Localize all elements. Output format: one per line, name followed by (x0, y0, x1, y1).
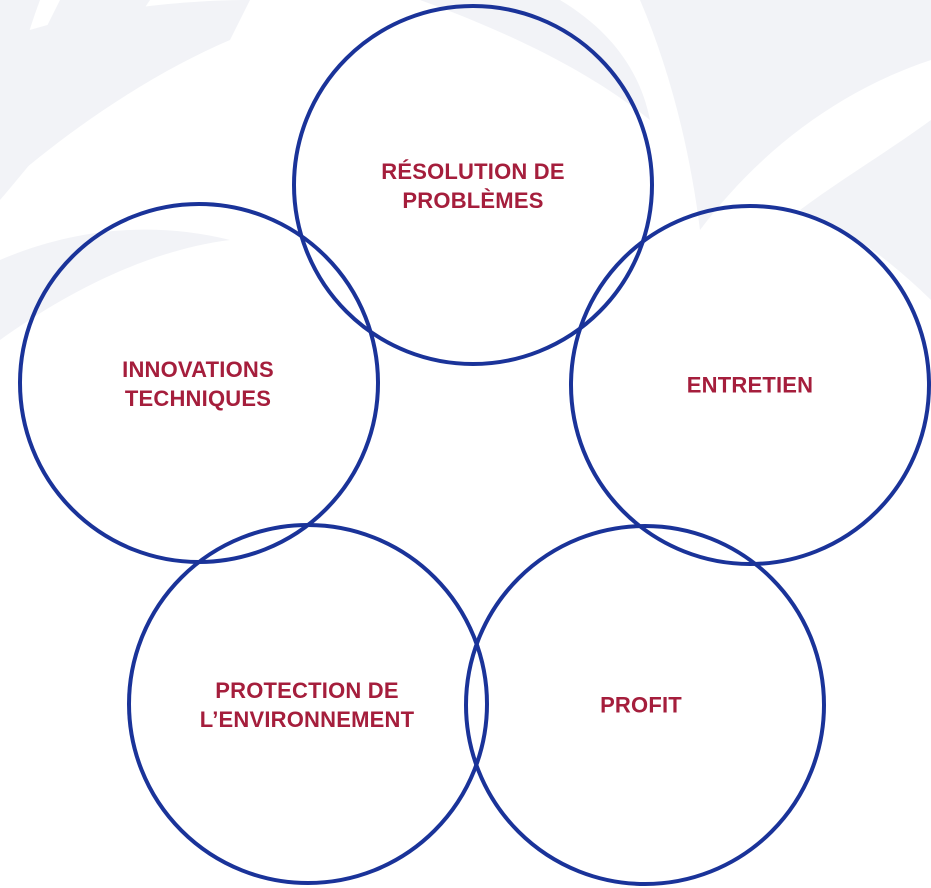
label-problem-solving-line-2: PROBLÈMES (402, 188, 544, 213)
label-problem-solving: RÉSOLUTION DE PROBLÈMES (381, 157, 565, 215)
label-maintenance: ENTRETIEN (687, 371, 813, 400)
label-technical-innovations-line-1: INNOVATIONS (122, 357, 274, 382)
label-problem-solving-line-1: RÉSOLUTION DE (381, 159, 565, 184)
label-environment-protection: PROTECTION DE L’ENVIRONNEMENT (200, 676, 414, 734)
label-technical-innovations: INNOVATIONS TECHNIQUES (122, 355, 274, 413)
label-maintenance-line-1: ENTRETIEN (686, 372, 814, 398)
circle-problem-solving (292, 4, 654, 366)
label-environment-protection-line-2: L’ENVIRONNEMENT (199, 707, 415, 732)
label-environment-protection-line-1: PROTECTION DE (215, 678, 399, 703)
circle-profit (464, 524, 826, 886)
label-profit: PROFIT (600, 691, 682, 720)
label-technical-innovations-line-2: TECHNIQUES (124, 386, 272, 411)
label-profit-line-1: PROFIT (600, 692, 682, 718)
